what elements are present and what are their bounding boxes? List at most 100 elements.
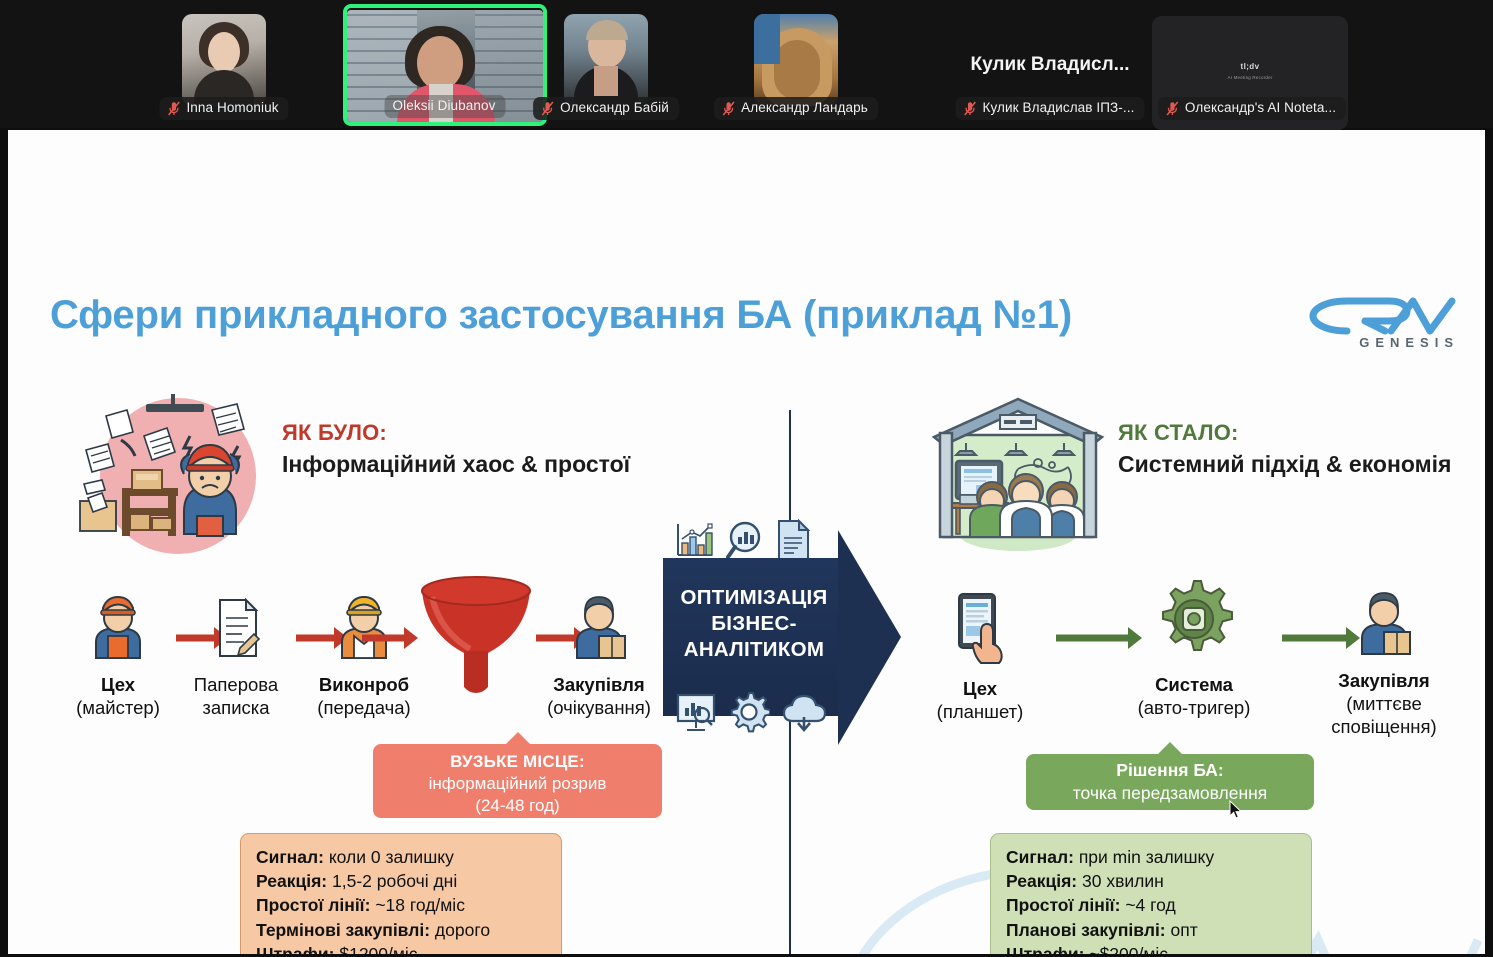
worker-helmet-icon — [95, 595, 141, 659]
stat-value: 30 хвилин — [1082, 871, 1164, 892]
right-subtitle: Системний підхід & економія — [1118, 451, 1452, 477]
mic-muted-icon — [541, 101, 554, 116]
stat-value: коли 0 залишку — [328, 847, 454, 867]
participant-video-1 — [347, 10, 543, 122]
participant-video-3 — [754, 14, 838, 106]
stressed-worker-paper-chaos-icon — [79, 394, 256, 554]
shared-slide: Сфери прикладного застосування БА (прикл… — [8, 130, 1485, 954]
callout-notch — [504, 732, 531, 745]
participant-video-2 — [564, 14, 648, 106]
participant-tile-1[interactable]: Oleksii Diubanov — [343, 4, 547, 126]
gear-system-icon — [1162, 580, 1233, 651]
solution-line1: точка передзамовлення — [1072, 782, 1268, 803]
stat-value: $1200/міс — [339, 943, 418, 954]
stat-row: Сигнал: при min залишку — [1006, 845, 1296, 869]
participant-name-4: Кулик Владислав ІПЗ-... — [982, 100, 1135, 115]
gear-icon — [730, 692, 770, 733]
stat-label: Простої лінії: — [1006, 895, 1121, 916]
left-section-heading: ЯК БУЛО: Інформаційний хаос & простої — [282, 420, 642, 480]
mouse-cursor — [1229, 800, 1242, 819]
center-bottom-icons — [674, 690, 828, 734]
crm-logo-mark — [1309, 297, 1456, 335]
mic-muted-icon — [722, 101, 735, 116]
stat-value: ~$200/міс — [1089, 943, 1169, 954]
right-kicker: ЯК СТАЛО: — [1118, 420, 1239, 445]
funnel-icon — [421, 576, 531, 693]
participant-tile-5[interactable]: tl;dv AI Meeting Recorder Олександр's AI… — [1152, 8, 1352, 130]
flow-sub-right-1: (авто-тригер) — [1137, 697, 1251, 719]
stat-row: Реакція: 30 хвилин — [1006, 869, 1296, 893]
participant-tile-0[interactable]: Inna Homoniuk — [159, 8, 289, 122]
flow-node-left-2: Виконроб (передача) — [302, 595, 426, 719]
stat-value: ~4 год — [1125, 895, 1176, 916]
presentation-analytics-icon — [676, 693, 716, 731]
flow-sub-right-2: (миттєве — [1346, 693, 1422, 715]
flow-label-left-0: Цех — [100, 674, 136, 695]
participant-tile-3[interactable]: Александр Ландарь — [714, 8, 878, 122]
participant-name-chip-3: Александр Ландарь — [714, 97, 878, 120]
stat-value: ~18 год/міс — [375, 895, 465, 916]
stat-label: Штрафи: — [256, 943, 335, 954]
flow-label-left-4: Закупівля — [553, 674, 645, 695]
procurement-person-box-icon — [1361, 592, 1411, 655]
ba-solution-callout: Рішення БА: точка передзамовлення — [1026, 742, 1314, 810]
bottleneck-callout: ВУЗЬКЕ МІСЦЕ: інформаційний розрив (24-4… — [373, 732, 662, 818]
video-filmstrip: Inna Homoniuk Oleksii Diubanov — [0, 0, 1493, 130]
stat-label: Реакція: — [256, 871, 328, 892]
stat-label: Термінові закупівлі: — [256, 919, 431, 940]
mic-muted-icon — [964, 101, 977, 116]
flow-node-right-0: Цех (планшет) — [916, 592, 1044, 723]
page-title: Сфери прикладного застосування БА (прикл… — [50, 293, 1072, 337]
flow-sub-left-1: записка — [202, 697, 270, 719]
stat-row: Штрафи: ~$200/міс — [1006, 942, 1296, 954]
flow-node-left-0: Цех (майстер) — [62, 595, 174, 719]
participant-name-5: Олександр's AI Noteta... — [1184, 100, 1337, 115]
center-top-icons — [673, 518, 811, 562]
organized-warehouse-team-icon — [931, 397, 1105, 551]
paper-note-icon — [219, 597, 261, 657]
flow-label-left-2: Виконроб — [318, 674, 410, 695]
left-subtitle: Інформаційний хаос & простої — [282, 451, 631, 477]
participant-name-chip-1: Oleksii Diubanov — [384, 95, 506, 118]
participant-name-0: Inna Homoniuk — [186, 100, 279, 115]
foreman-helmet-icon — [341, 595, 387, 659]
stat-value: при min залишку — [1078, 847, 1215, 867]
bottleneck-line2: (24-48 год) — [475, 795, 560, 815]
arrow-body — [663, 558, 838, 716]
flow-label-right-0: Цех — [962, 678, 998, 699]
cloud-download-icon — [782, 694, 827, 732]
bottleneck-line1: інформаційний розрив — [428, 773, 607, 793]
flow-sub-left-2: (передача) — [317, 697, 411, 719]
optimization-arrow: ОПТИМІЗАЦІЯ БІЗНЕС- АНАЛІТИКОМ — [663, 530, 901, 745]
flow-label-right-2: Закупівля — [1338, 670, 1430, 691]
flow-sub2-right-2: сповіщення) — [1331, 716, 1437, 738]
stat-label: Реакція: — [1006, 871, 1078, 892]
solution-title: Рішення БА: — [1116, 760, 1224, 780]
stat-label: Планові закупівлі: — [1006, 919, 1166, 940]
flow-sub-left-0: (майстер) — [76, 697, 160, 719]
bar-chart-icon — [677, 523, 713, 556]
participant-name-chip-4: Кулик Владислав ІПЗ-... — [955, 97, 1145, 120]
stat-row: Сигнал: коли 0 залишку — [256, 845, 546, 869]
tldv-logo-subtitle: AI Meeting Recorder — [1227, 75, 1273, 80]
participant-tile-2[interactable]: Олександр Бабій — [533, 8, 679, 122]
arrow-text-line-1: БІЗНЕС- — [711, 612, 797, 636]
stat-label: Штрафи: — [1006, 943, 1085, 954]
participant-video-0 — [182, 14, 266, 106]
tldv-logo: tl;dv AI Meeting Recorder — [1227, 62, 1272, 80]
arrow-text: ОПТИМІЗАЦІЯ БІЗНЕС- АНАЛІТИКОМ — [669, 585, 839, 663]
stat-row: Штрафи: $1200/міс — [256, 942, 546, 954]
participant-name-chip-0: Inna Homoniuk — [159, 97, 289, 120]
flow-node-right-1: Система (авто-тригер) — [1116, 578, 1272, 719]
stat-value: опт — [1170, 919, 1198, 940]
stat-row: Простої лінії: ~4 год — [1006, 893, 1296, 917]
stat-row: Реакція: 1,5-2 робочі дні — [256, 869, 546, 893]
arrow-text-line-2: АНАЛІТИКОМ — [683, 638, 825, 662]
procurement-person-box-icon — [576, 596, 626, 659]
crm-logo-subtitle: GENESIS — [1359, 335, 1459, 350]
participant-tile-4[interactable]: Кулик Владисл... Кулик Владислав ІПЗ-... — [950, 8, 1150, 122]
mic-muted-icon — [1166, 101, 1179, 116]
participant-name-chip-5: Олександр's AI Noteta... — [1157, 97, 1347, 120]
flow-sub-left-4: (очікування) — [547, 697, 651, 719]
